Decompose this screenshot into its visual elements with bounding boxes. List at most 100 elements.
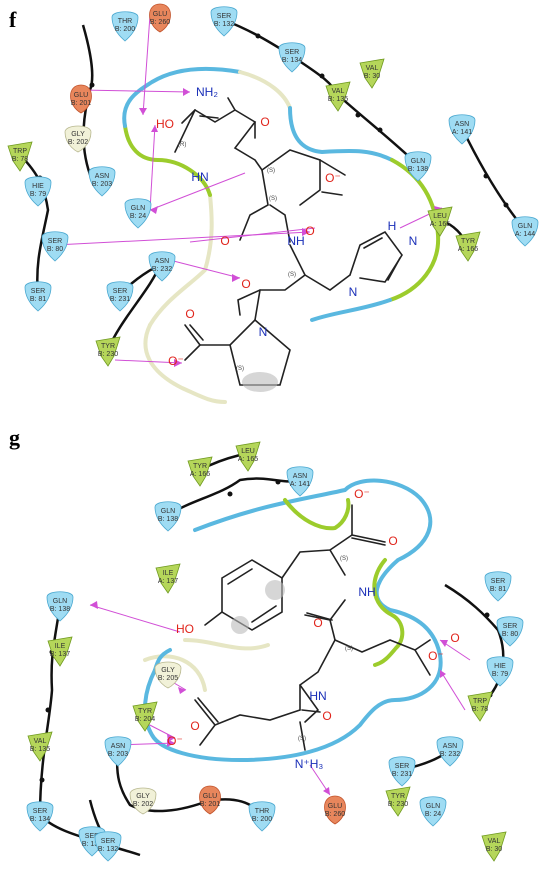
residue-chain-number: B: 80 — [502, 631, 518, 638]
stereo-label: (S) — [288, 272, 296, 278]
atom-label: O — [220, 234, 229, 248]
residue-name: GLY — [161, 667, 175, 674]
atom-label: O — [190, 719, 199, 733]
residue-disk — [70, 84, 92, 114]
atom-label: NH₂ — [196, 85, 218, 99]
residue-disk — [24, 281, 52, 312]
residue-disk — [148, 251, 176, 282]
residue-name: TRP — [13, 148, 27, 155]
residue-chain-number: B: 200 — [115, 26, 135, 33]
ligand-shadow-g — [231, 580, 285, 634]
residue-chain-number: B: 78 — [472, 706, 488, 713]
residue-name: GLU — [328, 803, 342, 810]
residue-name: GLU — [153, 11, 167, 18]
residue-chain-number: B: 204 — [135, 716, 155, 723]
residue-name: SER — [85, 833, 99, 840]
residue-chain-number: B: 232 — [152, 266, 172, 273]
residue-chain-number: B: 79 — [492, 671, 508, 678]
residue-name: ASN — [111, 743, 125, 750]
atom-label: O⁻ — [428, 649, 444, 663]
atom-label: NH — [287, 234, 304, 248]
residue-chain-number: B: 232 — [440, 751, 460, 758]
residue-name: GLN — [411, 158, 425, 165]
residue-name: ASN — [293, 473, 307, 480]
stereo-label: (S) — [267, 168, 275, 174]
residue-disk — [385, 786, 411, 817]
residue-disk — [7, 141, 33, 172]
residue-chain-number: B: 138 — [158, 516, 178, 523]
residue-chain-number: B: 30 — [486, 846, 502, 853]
residue-name: SER — [48, 238, 62, 245]
residue-chain-number: B: 78 — [12, 156, 28, 163]
residue-disk — [27, 731, 53, 762]
residue-name: LEU — [241, 448, 255, 455]
residue-chain-number: B: 79 — [30, 191, 46, 198]
residue-chain-number: A: 141 — [452, 129, 472, 136]
stereo-label: (R) — [178, 142, 186, 148]
residue-chain-number: B: 231 — [110, 296, 130, 303]
residue-disk — [448, 114, 476, 145]
residue-chain-number: B: 201 — [200, 801, 220, 808]
atom-label: O — [260, 115, 269, 129]
residue-chain-number: B: 132 — [98, 846, 118, 853]
residue-disk — [47, 636, 73, 667]
residue-disk — [24, 176, 52, 207]
residue-name: TYR — [138, 708, 152, 715]
atom-label: N — [349, 285, 358, 299]
residue-disk — [104, 736, 132, 767]
residue-chain-number: B: 134 — [30, 816, 50, 823]
residue-chain-number: B: 138 — [50, 606, 70, 613]
residue-name: THR — [255, 808, 269, 815]
stereo-label: (S) — [236, 366, 244, 372]
residue-disk — [286, 466, 314, 497]
residue-name: TYR — [461, 238, 475, 245]
residue-chain-number: B: 202 — [133, 801, 153, 808]
residue-name: SER — [503, 623, 517, 630]
residue-chain-number: A: 144 — [515, 231, 535, 238]
atom-label: O — [313, 616, 322, 630]
residue-name: GLY — [71, 131, 85, 138]
residue-chain-number: B: 230 — [388, 801, 408, 808]
residue-chain-number: B: 135 — [328, 96, 348, 103]
residue-name: SER — [285, 49, 299, 56]
residue-disk — [324, 795, 346, 825]
ligand-bonds-g — [194, 504, 431, 751]
residue-disk — [41, 231, 69, 262]
residue-chain-number: B: 200 — [252, 816, 272, 823]
atom-label: O⁻ — [325, 171, 341, 185]
residue-chain-number: B: 201 — [71, 100, 91, 107]
residue-chain-number: B: 138 — [408, 166, 428, 173]
residue-disk — [486, 656, 514, 687]
residue-chain-number: B: 81 — [30, 296, 46, 303]
atom-label: N — [259, 325, 268, 339]
residue-disk — [154, 501, 182, 532]
residue-name: ASN — [443, 743, 457, 750]
residue-name: HIE — [32, 183, 44, 190]
residue-name: VAL — [34, 738, 47, 745]
residue-chain-number: B: 80 — [47, 246, 63, 253]
